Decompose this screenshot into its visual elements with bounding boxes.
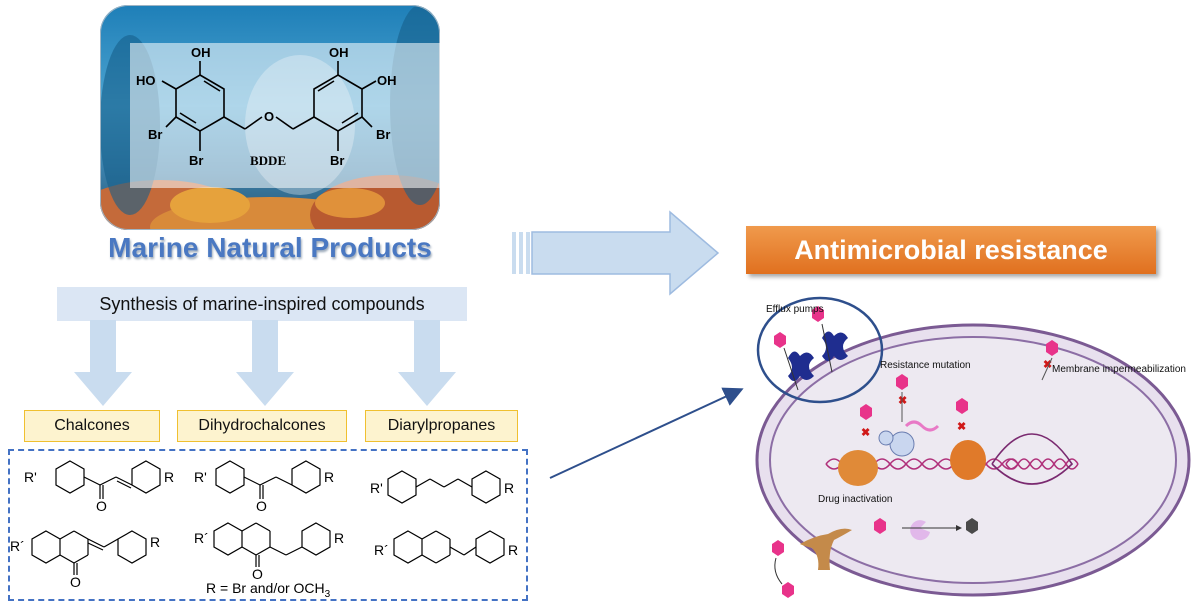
cyclic-dihydrochalcone-r-dprime: R´: [194, 530, 209, 546]
left-ho-label: HO: [136, 73, 156, 88]
left-oh-label: OH: [191, 45, 211, 60]
mutation-label: Resistance mutation: [880, 360, 971, 371]
drug-before: [874, 518, 886, 534]
mutation-block: ✖: [898, 395, 907, 407]
drug-after: [966, 518, 978, 534]
cyclic-dihydrochalcone-r: R: [334, 530, 344, 546]
down-arrow-3: [398, 320, 456, 406]
class-box-dihydrochalcones: Dihydrochalcones: [177, 410, 347, 442]
diarylpropane-r: R: [504, 480, 514, 496]
mutation-drug: [896, 374, 908, 390]
dna-block: ✖: [957, 421, 966, 433]
pacman-enzyme: [910, 520, 930, 541]
dihydrochalcone-r: R: [324, 469, 334, 485]
efflux-highlight: [756, 296, 884, 404]
right-br-label-2: Br: [330, 153, 344, 168]
cyclic-chalcone-r: R: [150, 534, 160, 550]
cyclic-diarylpropane-structure: [393, 530, 505, 564]
inactivation-block: ✖: [861, 427, 870, 439]
dihydrochalcone-r-prime: R': [194, 469, 207, 485]
connector-arrow: [549, 387, 744, 479]
impermeable-block: ✖: [1043, 359, 1052, 371]
structures-drawing: R' R O R´ R O R' R O R´ R O R' R R´ R R …: [10, 460, 518, 599]
cyclic-dihydrochalcone-structure: [213, 522, 331, 567]
inactivation-label: Drug inactivation: [818, 494, 892, 505]
structures-box: [8, 449, 528, 601]
amr-title: Antimicrobial resistance: [746, 226, 1156, 274]
impermeable-drug: [1046, 340, 1058, 356]
chalcone-o: O: [96, 498, 107, 514]
right-oh-label-1: OH: [329, 45, 349, 60]
main-arrow: [512, 210, 720, 296]
membrane-protein: [800, 528, 852, 570]
dihydrochalcone-o: O: [256, 498, 267, 514]
right-oh-label-2: OH: [377, 73, 397, 88]
ether-o-label: O: [264, 109, 274, 124]
outside-drug-2: [782, 582, 794, 598]
efflux-drug-1: [774, 332, 786, 348]
cyclic-chalcone-r-dprime: R´: [10, 538, 25, 554]
cyclic-diarylpropane-r: R: [508, 542, 518, 558]
cyclic-chalcone-structure: [31, 530, 147, 575]
chalcone-structure: [55, 460, 161, 499]
down-arrow-1: [74, 320, 132, 406]
left-br-label-1: Br: [148, 127, 162, 142]
enzyme-right: [950, 440, 986, 480]
class-box-chalcones: Chalcones: [24, 410, 160, 442]
cyclic-dihydrochalcone-o: O: [252, 566, 263, 582]
inactivation-drug: [860, 404, 872, 420]
down-arrow-2: [236, 320, 294, 406]
outside-drug-1: [772, 540, 784, 556]
efflux-pump-1: [788, 351, 814, 381]
synthesis-label: Synthesis of marine-inspired compounds: [99, 294, 425, 314]
chalcone-r-prime: R': [24, 469, 37, 485]
down-arrows: [74, 320, 456, 406]
chalcone-r: R: [164, 469, 174, 485]
diarylpropane-structure: [387, 470, 501, 504]
right-br-label-1: Br: [376, 127, 390, 142]
bdde-label: BDDE: [250, 153, 286, 168]
marine-title: Marine Natural Products: [108, 232, 432, 263]
enzyme-left: [838, 450, 878, 486]
r-definition: R = Br and/or OCH3: [206, 580, 331, 599]
class-box-diarylpropanes: Diarylpropanes: [365, 410, 518, 442]
marine-image-panel: OH HO Br Br O OH OH Br Br BDDE: [100, 5, 440, 230]
dihydrochalcone-structure: [215, 460, 321, 499]
synthesis-banner: [57, 287, 467, 321]
left-br-label-2: Br: [189, 153, 203, 168]
cyclic-diarylpropane-r-dprime: R´: [374, 542, 389, 558]
bdde-structure: [161, 61, 377, 151]
efflux-drug-2: [812, 306, 824, 322]
efflux-pump-2: [822, 331, 848, 361]
diarylpropane-r-prime: R': [370, 480, 383, 496]
dna-drug: [956, 398, 968, 414]
impermeable-label: Membrane impermeabilization: [1052, 364, 1186, 375]
cyclic-chalcone-o: O: [70, 574, 81, 590]
ribosome: [889, 431, 915, 457]
cell-diagram: Efflux pumps Resistance mutation ✖ ✖ Mem…: [755, 296, 1191, 598]
mutation-ribbon: [904, 420, 940, 432]
efflux-label: Efflux pumps: [766, 304, 824, 315]
